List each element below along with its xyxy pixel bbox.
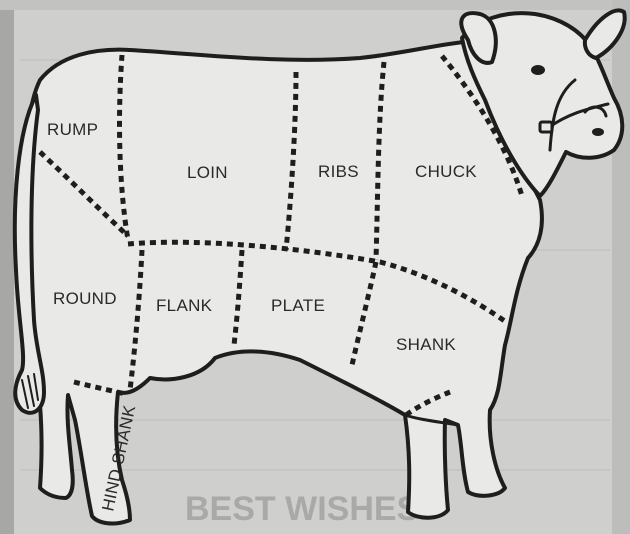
label-flank: FLANK	[156, 296, 213, 315]
label-round: ROUND	[53, 289, 117, 308]
bleed-through-text: BEST WISHES	[185, 490, 419, 528]
label-ribs: RIBS	[318, 162, 359, 181]
cow-eye	[531, 65, 545, 75]
label-shank: SHANK	[396, 335, 456, 354]
label-chuck: CHUCK	[415, 162, 477, 181]
label-plate: PLATE	[271, 296, 325, 315]
label-loin: LOIN	[187, 163, 228, 182]
label-rump: RUMP	[47, 120, 98, 139]
